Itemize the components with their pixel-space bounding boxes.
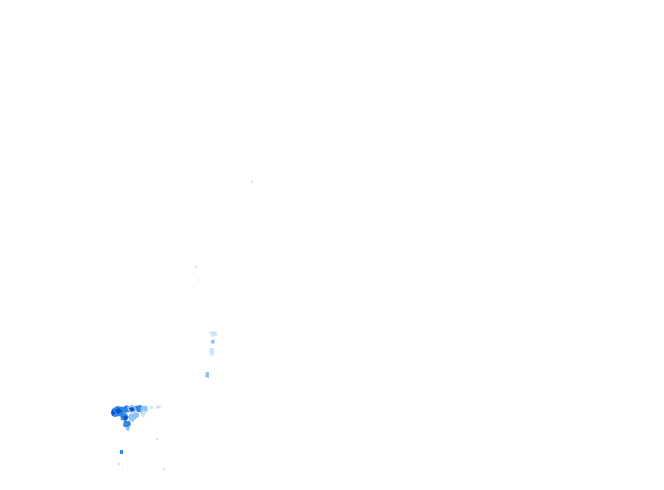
- region-patch: [150, 406, 153, 409]
- region-patch: [141, 410, 146, 418]
- speck: [205, 372, 209, 378]
- region-patch: [156, 405, 161, 409]
- region-patch: [129, 407, 135, 412]
- speck: [199, 279, 200, 281]
- speck: [209, 348, 214, 356]
- region-patch: [140, 406, 148, 415]
- region-patch: [115, 408, 122, 414]
- speck: [120, 450, 123, 454]
- speck: [122, 466, 123, 468]
- speck: [156, 438, 158, 440]
- region-patch: [111, 410, 115, 416]
- main-shaded-region: [111, 405, 161, 431]
- speck: [251, 181, 253, 183]
- region-patch: [134, 412, 139, 418]
- speck: [211, 340, 215, 344]
- speck: [209, 331, 218, 337]
- speck: [163, 468, 165, 470]
- region-patch: [123, 421, 131, 428]
- region-patch: [123, 416, 128, 421]
- speck: [195, 266, 197, 268]
- scattered-specks: [118, 181, 253, 470]
- speck: [118, 463, 120, 465]
- region-patch: [126, 427, 130, 431]
